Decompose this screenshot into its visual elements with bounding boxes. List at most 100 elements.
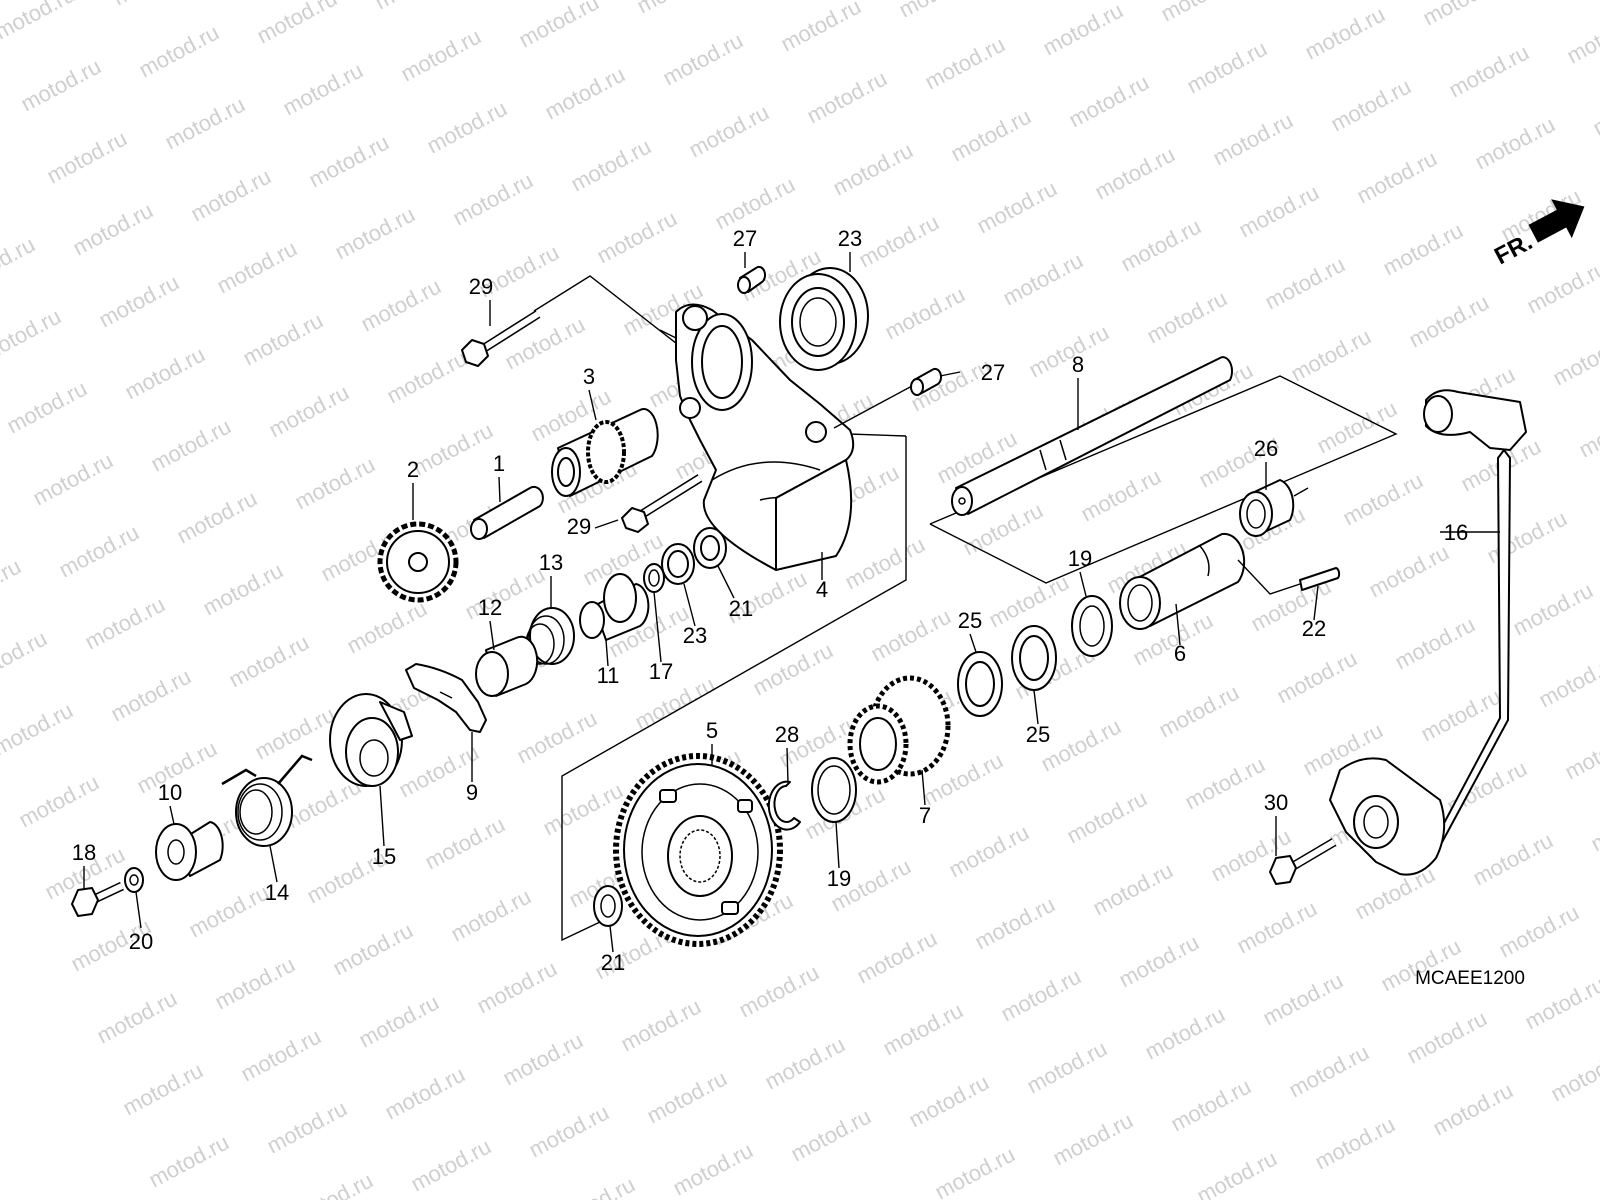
washer-19-upper [1071, 595, 1113, 657]
watermark-text: motod.ru [279, 58, 367, 121]
watermark-text: motod.ru [161, 92, 249, 155]
watermark-text: motod.ru [355, 990, 443, 1053]
callout-25: 25 [958, 608, 982, 633]
washer-20 [124, 867, 144, 893]
watermark-text: motod.ru [1339, 468, 1427, 531]
washer-17 [643, 563, 665, 593]
watermark-text: motod.ru [853, 926, 941, 989]
watermark-text: motod.ru [1261, 252, 1349, 315]
callout-21: 21 [601, 950, 625, 975]
watermark-text: motod.ru [187, 164, 275, 227]
bearing-26 [1239, 479, 1295, 537]
watermark-text: motod.ru [1495, 900, 1583, 963]
watermark-text: motod.ru [895, 0, 983, 22]
watermark-text: motod.ru [1141, 1002, 1229, 1065]
watermark-text: motod.ru [305, 130, 393, 193]
watermark-text: motod.ru [1379, 218, 1467, 281]
callout-24: 23 [838, 226, 862, 251]
watermark-text: motod.ru [0, 0, 79, 44]
watermark-text: motod.ru [199, 558, 287, 621]
pin-1 [470, 485, 544, 540]
watermark-text: motod.ru [263, 1096, 351, 1159]
cam-plate-15 [329, 693, 413, 787]
watermark-text: motod.ru [135, 20, 223, 83]
group-outline-shaft [929, 375, 1398, 584]
watermark-text: motod.ru [669, 1138, 757, 1200]
callout-9: 9 [466, 780, 478, 805]
callout-15: 15 [372, 844, 396, 869]
watermark-text: motod.ru [1077, 464, 1165, 527]
dowel-27-right [910, 367, 943, 396]
watermark-text: motod.ru [1301, 2, 1389, 65]
watermark-text: motod.ru [211, 952, 299, 1015]
callout-27: 27 [981, 360, 1005, 385]
watermark-text: motod.ru [449, 168, 537, 231]
callout-28: 28 [775, 722, 799, 747]
watermark-text: motod.ru [0, 698, 77, 761]
watermark-text: motod.ru [43, 126, 131, 189]
callout-6: 6 [1174, 641, 1186, 666]
bolt-30 [1269, 838, 1337, 885]
washer-21-lower [593, 885, 623, 927]
watermark-text: motod.ru [971, 892, 1059, 955]
watermark-text: motod.ru [1065, 70, 1153, 133]
watermark-text: motod.ru [777, 0, 865, 56]
bolt-29-lower [621, 474, 703, 533]
watermark-text: motod.ru [881, 282, 969, 345]
watermark-text: motod.ru [1063, 786, 1151, 849]
callout-2: 2 [407, 457, 419, 482]
watermark-text: motod.ru [343, 596, 431, 659]
watermark-text: motod.ru [291, 452, 379, 515]
watermark-text: motod.ru [331, 202, 419, 265]
watermark-text: motod.ru [1273, 646, 1361, 709]
watermark-text: motod.ru [1483, 506, 1571, 569]
watermark-text: motod.ru [253, 0, 341, 48]
watermark-text: motod.ru [1287, 324, 1375, 387]
watermark-text: motod.ru [213, 236, 301, 299]
watermark-text: motod.ru [1365, 540, 1453, 603]
watermark-text: motod.ru [1327, 74, 1415, 137]
callout-8: 8 [1072, 352, 1084, 377]
callout-29: 29 [469, 274, 493, 299]
watermark-text: motod.ru [237, 1024, 325, 1087]
watermark-text: motod.ru [829, 138, 917, 201]
watermark-text: motod.ru [841, 532, 929, 595]
watermark-text: motod.ru [225, 630, 313, 693]
callout-leaders [83, 252, 1500, 953]
callout-22: 22 [1302, 616, 1326, 641]
callout-20: 20 [129, 929, 153, 954]
watermark-text: motod.ru [173, 486, 261, 549]
watermark-text: motod.ru [1535, 650, 1600, 713]
watermark-text: motod.ru [1419, 0, 1507, 30]
watermark-text: motod.ru [1391, 612, 1479, 675]
watermark-text: motod.ru [1181, 752, 1269, 815]
pinion-3 [551, 408, 659, 497]
spring-13 [525, 607, 575, 665]
watermark-text: motod.ru [1509, 578, 1597, 641]
callout-12: 12 [478, 595, 502, 620]
watermark-text: motod.ru [1587, 794, 1600, 857]
diagram-code: MCAEE1200 [1415, 968, 1525, 989]
watermark-text: motod.ru [251, 702, 339, 765]
watermark-text: motod.ru [855, 210, 943, 273]
watermark-text: motod.ru [185, 880, 273, 943]
housing-4 [675, 303, 855, 571]
watermark-text: motod.ru [145, 1130, 233, 1193]
watermark-text: motod.ru [1089, 858, 1177, 921]
dowel-27-upper [737, 265, 767, 294]
watermark-text: motod.ru [1235, 180, 1323, 243]
callout-19: 19 [1068, 546, 1092, 571]
callout-29: 29 [567, 514, 591, 539]
watermark-text: motod.ru [121, 342, 209, 405]
watermark-text: motod.ru [1589, 78, 1600, 141]
watermark-text: motod.ru [397, 24, 485, 87]
watermark-text: motod.ru [1469, 828, 1557, 891]
gear-5 [613, 753, 783, 947]
watermark-text: motod.ru [1445, 40, 1533, 103]
watermark-text: motod.ru [1025, 320, 1113, 383]
watermark-text: motod.ru [409, 418, 497, 481]
watermark-text: motod.ru [421, 812, 509, 875]
watermark-text: motod.ru [1209, 108, 1297, 171]
